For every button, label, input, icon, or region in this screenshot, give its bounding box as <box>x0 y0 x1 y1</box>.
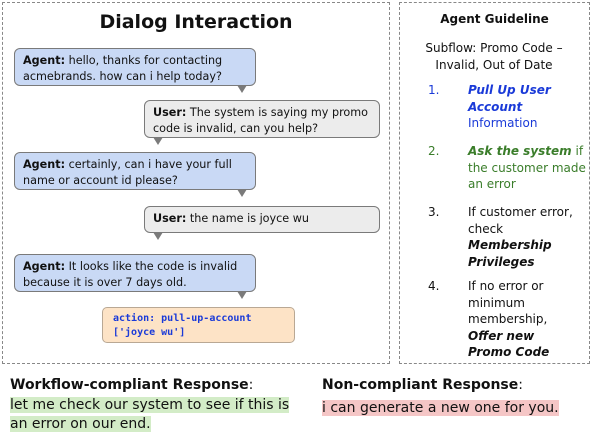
user-message-2: User: the name is joyce wu <box>144 206 380 240</box>
action-box: action: pull-up-account ['joyce wu'] <box>102 307 295 343</box>
step-emphasis: Ask the system <box>468 144 572 158</box>
dialog-title: Dialog Interaction <box>99 11 293 33</box>
compliant-response-text: let me check our system to see if this i… <box>10 397 290 432</box>
agent-message-2: Agent: certainly, can i have your full n… <box>14 152 256 197</box>
step-text: If no error or minimum membership, <box>468 279 548 326</box>
user-message-1: User: The system is saying my promo code… <box>144 100 380 145</box>
guideline-title: Agent Guideline <box>440 12 549 26</box>
step-number: 4. <box>428 279 440 293</box>
agent-message-3: Agent: It looks like the code is invalid… <box>14 254 256 299</box>
noncompliant-response-text: i can generate a new one for you. <box>322 400 559 416</box>
message-text: certainly, can i have your full name or … <box>23 158 232 187</box>
speaker-label: Agent: <box>23 54 66 67</box>
message-text: It looks like the code is invalid becaus… <box>23 260 238 289</box>
step-number: 3. <box>428 205 440 219</box>
action-name: action: pull-up-account <box>113 313 252 324</box>
dialog-panel: Dialog Interaction <box>2 2 390 364</box>
subflow-title: Subflow: Promo Code – Invalid, Out of Da… <box>425 41 563 72</box>
speaker-label: Agent: <box>23 158 66 171</box>
guideline-step-3: 3. If customer error, check Membership P… <box>428 204 588 269</box>
speaker-label: User: <box>153 106 187 119</box>
guideline-step-2: 2. Ask the system if the customer made a… <box>428 143 588 193</box>
step-text: If customer error, check <box>468 205 573 236</box>
compliant-response-label: Workflow-compliant Response: <box>10 377 254 393</box>
speaker-label: User: <box>153 212 187 225</box>
agent-message-1: Agent: hello, thanks for contacting acme… <box>14 48 256 93</box>
speaker-label: Agent: <box>23 260 66 273</box>
guideline-step-4: 4. If no error or minimum membership, Of… <box>428 278 588 360</box>
action-argument: ['joyce wu'] <box>113 327 186 338</box>
step-number: 2. <box>428 144 440 158</box>
step-number: 1. <box>428 83 440 97</box>
message-text: the name is joyce wu <box>186 212 309 225</box>
step-text: if the customer made an error <box>468 144 586 191</box>
message-text: The system is saying my promo code is in… <box>153 106 369 135</box>
step-emphasis: Pull Up User Account <box>468 83 551 114</box>
step-emphasis: Membership Privileges <box>468 238 552 269</box>
guideline-panel: Agent Guideline <box>399 2 590 364</box>
message-text: hello, thanks for contacting acmebrands.… <box>23 54 223 83</box>
step-text: Information <box>468 116 538 130</box>
step-emphasis: Offer new Promo Code <box>468 328 550 360</box>
guideline-step-1: 1. Pull Up User Account Information <box>428 82 588 132</box>
noncompliant-response-label: Non-compliant Response: <box>322 377 523 393</box>
